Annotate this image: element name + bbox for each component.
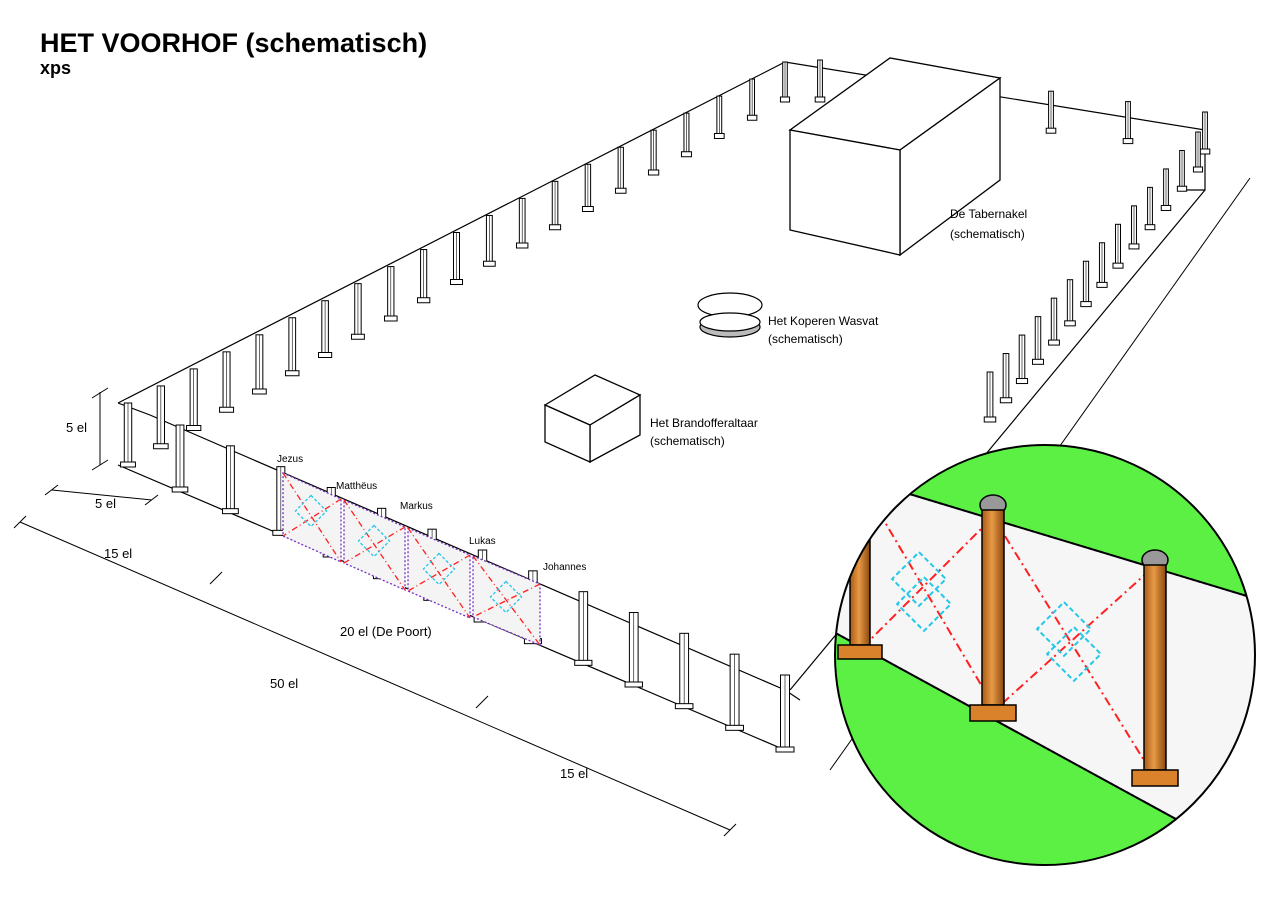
- fence-post: [222, 445, 239, 515]
- gate-post-label: Johannes: [543, 562, 586, 573]
- tabernakel-label-1: De Tabernakel: [950, 207, 1027, 221]
- fence-post: [624, 612, 643, 688]
- dim-total-label: 50 el: [270, 676, 298, 691]
- page-title: HET VOORHOF (schematisch): [40, 28, 428, 58]
- gate-post-label: Markus: [400, 501, 433, 512]
- fence-post: [1048, 297, 1060, 346]
- altaar-label-2: (schematisch): [650, 434, 725, 448]
- page-subtitle: xps: [40, 58, 72, 78]
- fence-post: [252, 334, 267, 395]
- wasvat-label-1: Het Koperen Wasvat: [768, 314, 879, 328]
- fence-post: [482, 214, 496, 267]
- fence-post: [153, 385, 169, 450]
- tabernakel-box: [788, 57, 1002, 257]
- fence-post: [384, 266, 398, 322]
- dim-post-spacing-label: 5 el: [95, 496, 116, 511]
- fence-post: [725, 653, 744, 731]
- fence-post: [318, 300, 333, 358]
- fence-post: [1045, 90, 1057, 134]
- gate-post-label: Jezus: [277, 454, 303, 465]
- fence-post: [746, 78, 758, 121]
- gate-curtain-2: [343, 499, 406, 591]
- fence-post: [219, 351, 235, 413]
- fence-post: [120, 402, 136, 468]
- gate-post-label: Lukas: [469, 536, 496, 547]
- fence-post: [581, 163, 594, 212]
- dim-height-label: 5 el: [66, 420, 87, 435]
- fence-post: [171, 424, 189, 493]
- fence-post: [1176, 149, 1188, 192]
- fence-post: [1192, 131, 1204, 173]
- wasvat-label-2: (schematisch): [768, 332, 843, 346]
- fence-post: [674, 632, 694, 710]
- fence-post: [614, 146, 627, 194]
- zoom-post-right: [1131, 549, 1179, 787]
- fence-post: [285, 317, 300, 377]
- fence-post: [186, 368, 202, 431]
- gate-curtain-3: [407, 527, 471, 619]
- fence-post: [1080, 260, 1092, 308]
- fence-post: [779, 61, 791, 103]
- fence-post: [1160, 168, 1172, 211]
- fence-post: [417, 249, 431, 304]
- fence-post: [1032, 316, 1044, 365]
- fence-post: [351, 283, 365, 340]
- fence-post: [680, 112, 692, 158]
- fence-post: [1199, 111, 1211, 155]
- fence-post: [574, 591, 593, 666]
- fence-post: [983, 371, 997, 423]
- zoom-post-middle: [969, 494, 1017, 722]
- fence-post: [548, 180, 562, 231]
- fence-post: [1112, 223, 1124, 269]
- fence-post: [647, 129, 660, 176]
- tabernakel-label-2: (schematisch): [950, 227, 1025, 241]
- fence-post: [713, 95, 725, 139]
- dim-side-left-label: 15 el: [104, 546, 132, 561]
- fence-post: [1144, 186, 1156, 231]
- fence-post: [450, 232, 463, 285]
- fence-post: [999, 353, 1013, 404]
- gate-curtain-1: [282, 471, 342, 564]
- altaar-label-1: Het Brandofferaltaar: [650, 416, 758, 430]
- zoom-detail: [834, 444, 1256, 866]
- fence-post: [1064, 279, 1076, 327]
- gate-curtains: [282, 471, 541, 646]
- gate-curtain-4: [472, 555, 541, 646]
- altaar-box: [543, 374, 642, 464]
- fence-post: [1096, 242, 1108, 288]
- fence-post: [775, 674, 795, 753]
- fence-post: [515, 197, 529, 249]
- fence-post: [1122, 101, 1134, 145]
- dim-side-right-label: 15 el: [560, 766, 588, 781]
- fence-post: [1128, 205, 1140, 250]
- fence-post: [814, 59, 826, 103]
- gate-post-label: Matthëus: [336, 481, 377, 492]
- dim-gate-label: 20 el (De Poort): [340, 624, 432, 639]
- fence-post: [1015, 334, 1029, 385]
- wasvat-shape: [697, 292, 763, 338]
